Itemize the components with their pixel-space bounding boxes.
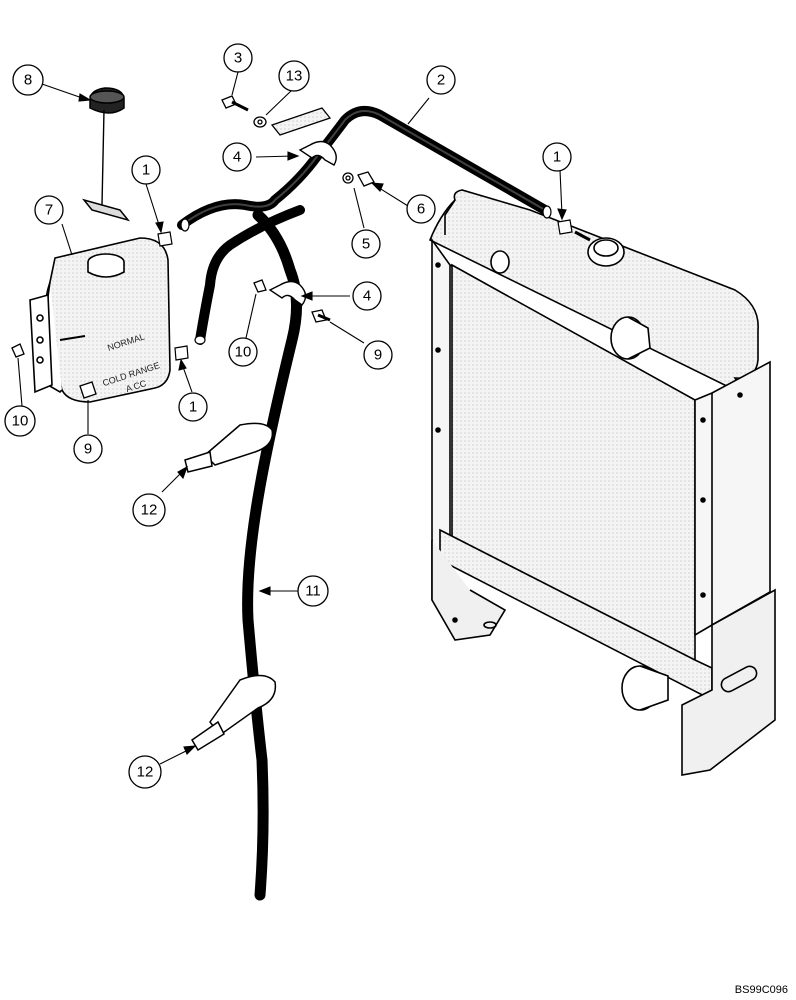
callout-1-left-upper: 1 bbox=[131, 155, 161, 185]
callout-9-clamp: 9 bbox=[363, 340, 393, 370]
callouts: 8 3 13 2 4 1 1 7 6 5 4 10 9 1 10 9 12 11… bbox=[4, 43, 572, 789]
callout-10-tank: 10 bbox=[4, 405, 36, 437]
svg-text:9: 9 bbox=[374, 347, 382, 364]
svg-text:12: 12 bbox=[141, 502, 158, 519]
callout-11: 11 bbox=[297, 575, 329, 607]
coolant-tank bbox=[29, 237, 171, 403]
callout-12-lower: 12 bbox=[128, 755, 162, 789]
svg-text:12: 12 bbox=[137, 764, 154, 781]
callout-3: 3 bbox=[223, 43, 253, 73]
callout-4-upper: 4 bbox=[222, 142, 252, 172]
callout-8: 8 bbox=[12, 64, 44, 96]
svg-text:8: 8 bbox=[24, 72, 32, 89]
callout-12-upper: 12 bbox=[132, 493, 166, 527]
reference-code: BS99C096 bbox=[735, 984, 788, 996]
callout-1-radiator: 1 bbox=[542, 142, 572, 172]
svg-text:13: 13 bbox=[286, 68, 303, 85]
hardware bbox=[11, 95, 375, 399]
callout-9-tank: 9 bbox=[73, 434, 103, 464]
svg-text:1: 1 bbox=[553, 149, 561, 166]
callout-5: 5 bbox=[351, 229, 381, 259]
hose-clamps bbox=[268, 140, 337, 306]
radiator bbox=[428, 189, 776, 776]
callout-6: 6 bbox=[406, 194, 436, 224]
leader-lines bbox=[17, 71, 567, 765]
svg-text:9: 9 bbox=[84, 441, 92, 458]
callout-1-left-lower: 1 bbox=[178, 392, 208, 422]
svg-text:7: 7 bbox=[45, 202, 53, 219]
svg-text:4: 4 bbox=[233, 149, 241, 166]
callout-10-clamp: 10 bbox=[228, 337, 258, 367]
filler-cap bbox=[81, 87, 131, 222]
callout-2: 2 bbox=[426, 65, 456, 95]
svg-text:5: 5 bbox=[362, 236, 370, 253]
svg-text:11: 11 bbox=[305, 583, 321, 600]
svg-text:4: 4 bbox=[363, 288, 371, 305]
callout-7: 7 bbox=[34, 195, 64, 225]
hoses bbox=[177, 106, 550, 901]
callout-4-lower: 4 bbox=[352, 281, 382, 311]
svg-text:6: 6 bbox=[417, 201, 425, 218]
small-clamps bbox=[157, 219, 573, 361]
svg-text:2: 2 bbox=[437, 72, 445, 89]
cable-ties bbox=[184, 422, 277, 752]
svg-text:10: 10 bbox=[235, 344, 252, 361]
svg-text:3: 3 bbox=[234, 50, 242, 67]
svg-text:1: 1 bbox=[142, 162, 150, 179]
svg-text:1: 1 bbox=[189, 399, 197, 416]
svg-text:10: 10 bbox=[12, 413, 29, 430]
callout-13: 13 bbox=[278, 60, 310, 92]
